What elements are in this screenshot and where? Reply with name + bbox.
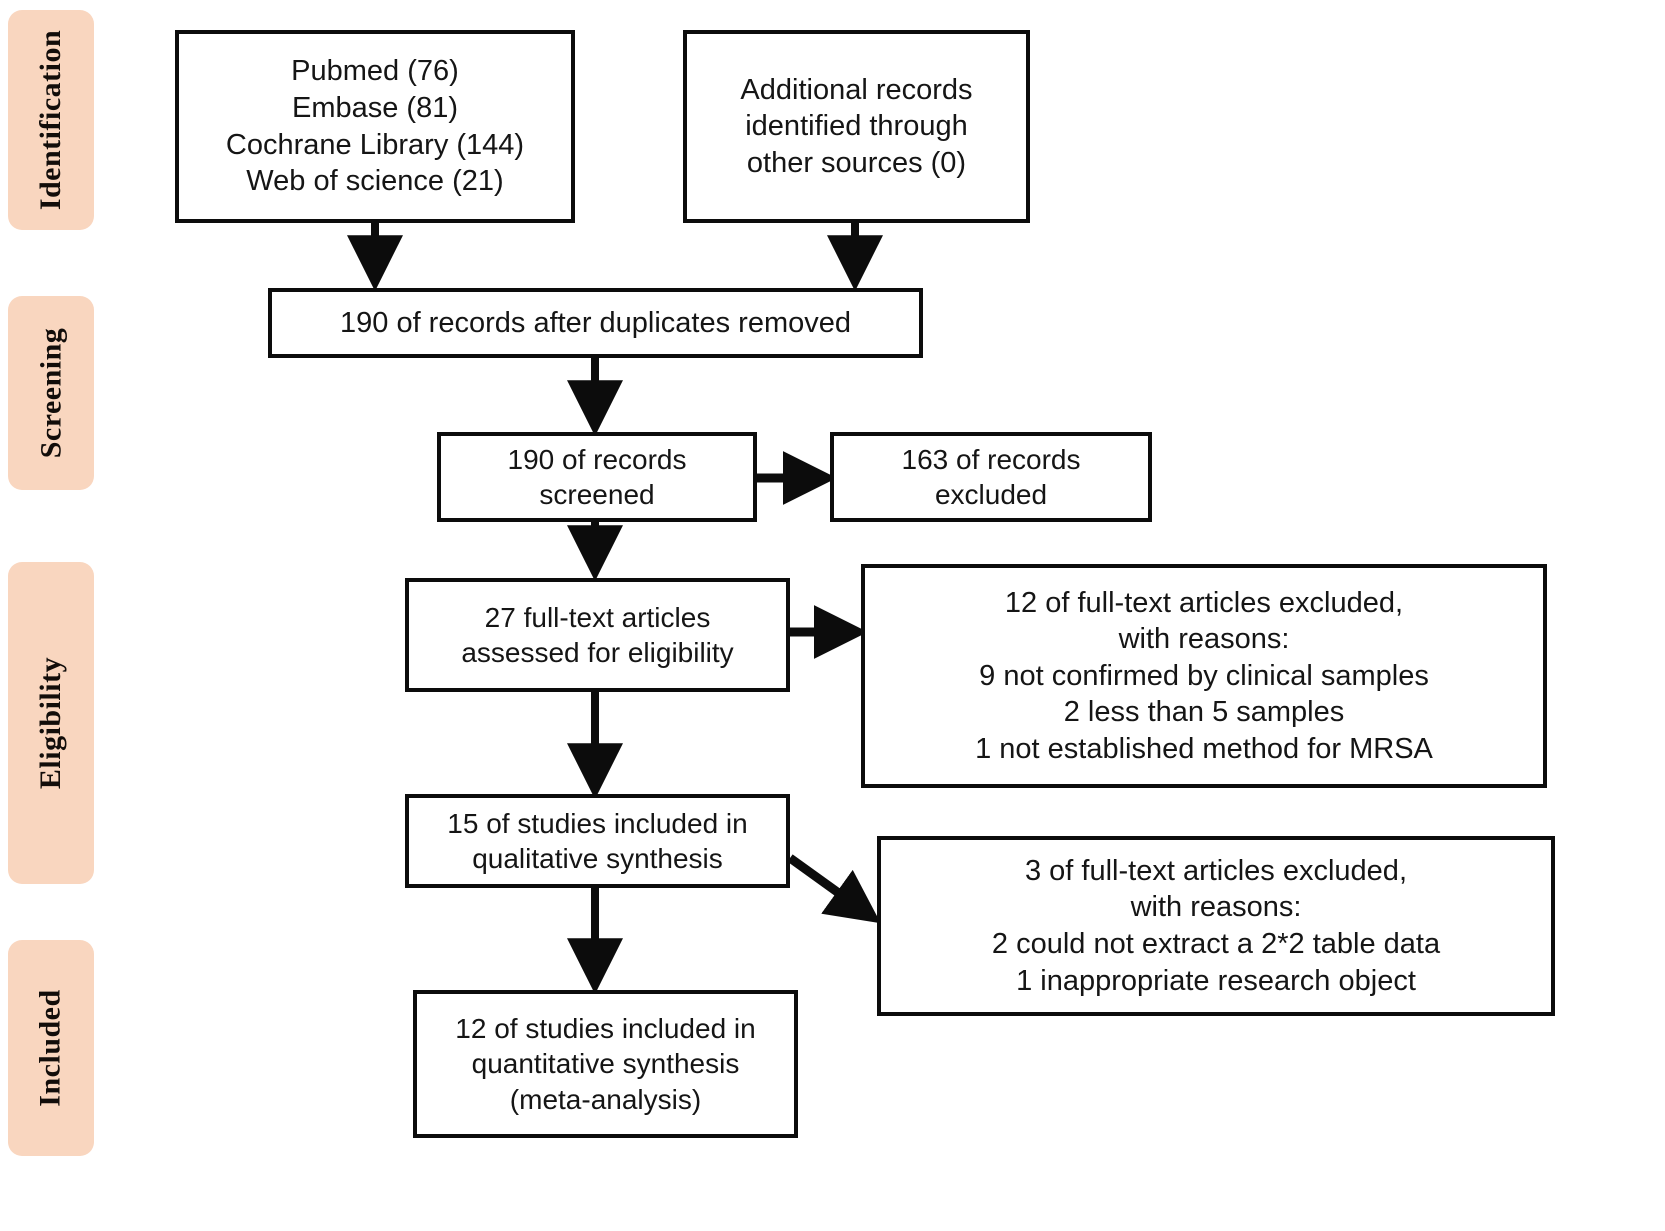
box-fulltext-excluded-eligibility-text: 12 of full-text articles excluded, with …: [975, 586, 1433, 765]
box-duplicates-removed: 190 of records after duplicates removed: [268, 288, 923, 358]
box-qualitative-synthesis-text: 15 of studies included in qualitative sy…: [447, 807, 748, 874]
box-qualitative-synthesis: 15 of studies included in qualitative sy…: [405, 794, 790, 888]
box-records-excluded-text: 163 of records excluded: [901, 443, 1081, 510]
box-fulltext-assessed-text: 27 full-text articles assessed for eligi…: [461, 601, 734, 668]
box-additional-records: Additional records identified through ot…: [683, 30, 1030, 223]
stage-pill-included: Included: [8, 940, 94, 1156]
box-fulltext-excluded-synthesis-text: 3 of full-text articles excluded, with r…: [991, 854, 1441, 997]
box-records-screened-text: 190 of records screened: [507, 443, 687, 510]
box-fulltext-excluded-eligibility: 12 of full-text articles excluded, with …: [861, 564, 1547, 788]
box-fulltext-excluded-synthesis: 3 of full-text articles excluded, with r…: [877, 836, 1555, 1016]
stage-label-included: Included: [34, 989, 68, 1107]
box-quantitative-synthesis-text: 12 of studies included in quantitative s…: [455, 1013, 756, 1115]
box-database-sources-text: Pubmed (76) Embase (81) Cochrane Library…: [225, 55, 525, 198]
box-additional-records-text: Additional records identified through ot…: [740, 73, 973, 179]
arrow-qualitative-to-excluded3: [787, 854, 881, 924]
box-database-sources: Pubmed (76) Embase (81) Cochrane Library…: [175, 30, 575, 223]
box-duplicates-removed-text: 190 of records after duplicates removed: [340, 306, 851, 339]
stage-label-identification: Identification: [34, 29, 67, 211]
box-fulltext-assessed: 27 full-text articles assessed for eligi…: [405, 578, 790, 692]
stage-pill-identification: Identification: [8, 10, 94, 230]
stage-label-screening: Screening: [34, 327, 68, 459]
stage-label-eligibility: Eligibility: [34, 656, 68, 790]
box-quantitative-synthesis: 12 of studies included in quantitative s…: [413, 990, 798, 1138]
box-records-screened: 190 of records screened: [437, 432, 757, 522]
stage-pill-screening: Screening: [8, 296, 94, 490]
box-records-excluded: 163 of records excluded: [830, 432, 1152, 522]
stage-pill-eligibility: Eligibility: [8, 562, 94, 884]
